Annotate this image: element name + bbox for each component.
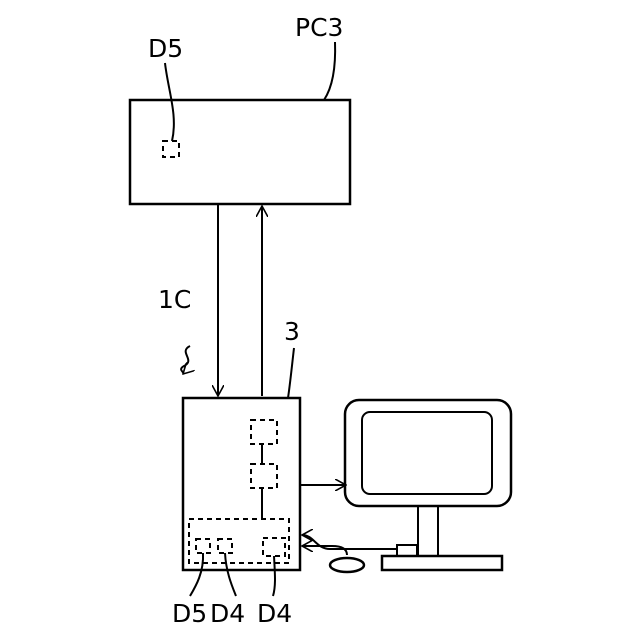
leader-d4-right <box>273 556 275 596</box>
leader-3 <box>288 348 294 398</box>
leader-d5-top <box>165 63 174 141</box>
mouse-icon <box>330 558 364 572</box>
computer-3 <box>183 398 300 570</box>
server-pc3 <box>130 100 350 204</box>
data-d4-right <box>263 538 285 556</box>
label-pc3: PC3 <box>295 13 343 42</box>
module-upper <box>251 420 277 444</box>
module-middle <box>251 464 277 488</box>
leader-d5-bottom <box>190 553 203 596</box>
data-d4-left <box>218 539 232 553</box>
label-d5-bottom: D5 <box>172 599 207 628</box>
label-d4-left: D4 <box>210 599 245 628</box>
monitor-icon <box>345 400 511 556</box>
label-d4-right: D4 <box>257 599 292 628</box>
leader-1c <box>181 346 190 374</box>
label-1c: 1C <box>158 285 191 314</box>
data-d5-top <box>163 141 179 157</box>
data-d5-bottom <box>196 539 210 553</box>
leader-pc3 <box>324 42 335 100</box>
label-3: 3 <box>284 317 300 346</box>
leader-d4-left <box>225 553 236 596</box>
keyboard-icon <box>382 545 502 570</box>
label-d5-top: D5 <box>148 34 183 63</box>
